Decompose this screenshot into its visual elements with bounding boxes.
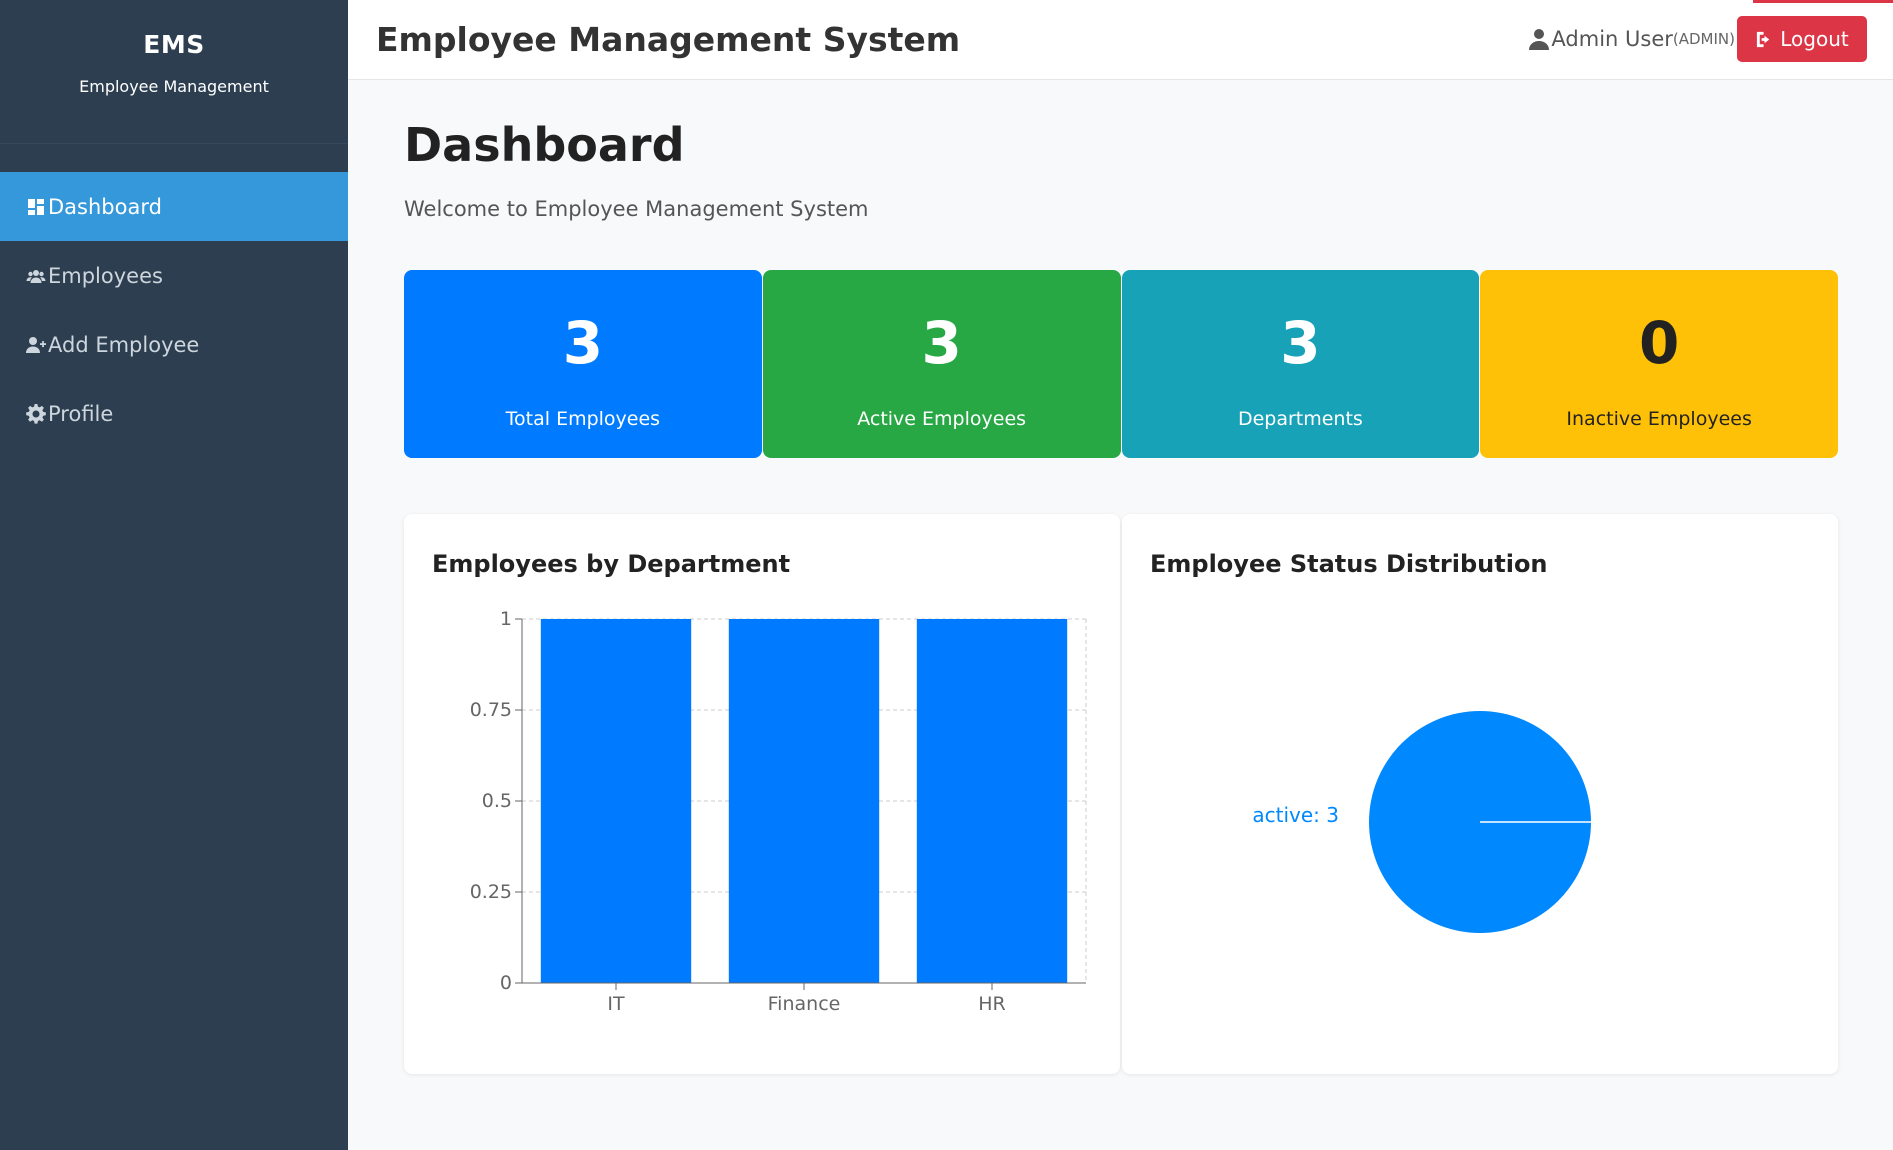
- app-title: Employee Management System: [376, 20, 961, 59]
- user-area: Admin User (ADMIN) Logout: [1529, 16, 1867, 62]
- bar-chart-title: Employees by Department: [432, 550, 791, 578]
- stat-label: Active Employees: [857, 408, 1027, 430]
- page-subtitle: Welcome to Employee Management System: [404, 197, 869, 221]
- bar-finance: [728, 619, 880, 983]
- user-info: Admin User: [1529, 27, 1673, 51]
- stat-card-active-employees: 3 Active Employees: [762, 270, 1121, 458]
- users-icon: [26, 269, 46, 283]
- brand: EMS Employee Management: [0, 0, 348, 144]
- x-tick-label: HR: [978, 993, 1006, 1015]
- stat-card-inactive-employees: 0 Inactive Employees: [1480, 270, 1838, 458]
- stat-value: 3: [1280, 309, 1321, 377]
- bar-chart: 0 0.25 0.5 0.75 1IT Finance HR: [470, 608, 1087, 1015]
- y-tick-label: 0: [500, 972, 512, 994]
- sidebar-item-dashboard[interactable]: Dashboard: [0, 172, 348, 241]
- user-plus-icon: [26, 336, 46, 353]
- page-title: Dashboard: [404, 118, 685, 172]
- x-tick-label: IT: [607, 993, 625, 1015]
- brand-title: EMS: [143, 30, 205, 59]
- top-accent-bar: [1753, 0, 1893, 3]
- pie-chart: active: 3: [1252, 711, 1591, 933]
- pie-slice-label: active: 3: [1252, 803, 1339, 827]
- stat-value: 3: [562, 309, 604, 377]
- sidebar-item-employees[interactable]: Employees: [0, 241, 348, 310]
- sidebar-item-label: Profile: [48, 401, 114, 426]
- user-role: (ADMIN): [1672, 30, 1735, 48]
- sidebar-nav: Dashboard Employees Add Employee Profile: [0, 172, 348, 448]
- stat-value: 0: [1638, 309, 1680, 377]
- y-tick-label: 0.5: [482, 790, 512, 812]
- logout-label: Logout: [1780, 27, 1849, 51]
- y-tick-label: 0.25: [470, 881, 512, 903]
- pie-chart-card: Employee Status Distribution active: 3: [1122, 514, 1838, 1074]
- stat-card-departments: 3 Departments: [1121, 270, 1480, 458]
- sidebar-item-profile[interactable]: Profile: [0, 379, 348, 448]
- gear-icon: [26, 403, 46, 424]
- stat-label: Total Employees: [505, 408, 661, 430]
- sidebar-item-label: Employees: [48, 263, 163, 288]
- bar-it: [540, 619, 692, 983]
- logout-button[interactable]: Logout: [1737, 16, 1867, 62]
- brand-subtitle: Employee Management: [79, 77, 269, 96]
- pie-chart-title: Employee Status Distribution: [1150, 550, 1548, 578]
- stats-row: 3 Total Employees 3 Active Employees 3 D…: [404, 270, 1838, 458]
- sidebar-item-add-employee[interactable]: Add Employee: [0, 310, 348, 379]
- sidebar-item-label: Dashboard: [48, 194, 162, 219]
- stat-card-total-employees: 3 Total Employees: [404, 270, 762, 458]
- stat-label: Departments: [1237, 408, 1363, 430]
- y-tick-label: 0.75: [470, 699, 512, 721]
- stat-value: 3: [921, 309, 962, 377]
- user-name: Admin User: [1551, 27, 1673, 51]
- x-tick-label: Finance: [768, 993, 841, 1015]
- sidebar-item-label: Add Employee: [48, 332, 200, 357]
- dashboard-icon: [28, 198, 44, 215]
- y-tick-label: 1: [500, 608, 512, 630]
- bar-hr: [916, 619, 1068, 983]
- user-icon: [1529, 29, 1550, 50]
- top-bar: Employee Management System Admin User (A…: [348, 0, 1893, 80]
- stat-label: Inactive Employees: [1566, 408, 1752, 430]
- sidebar: EMS Employee Management Dashboard Employ…: [0, 0, 348, 1150]
- logout-icon: [1757, 31, 1770, 47]
